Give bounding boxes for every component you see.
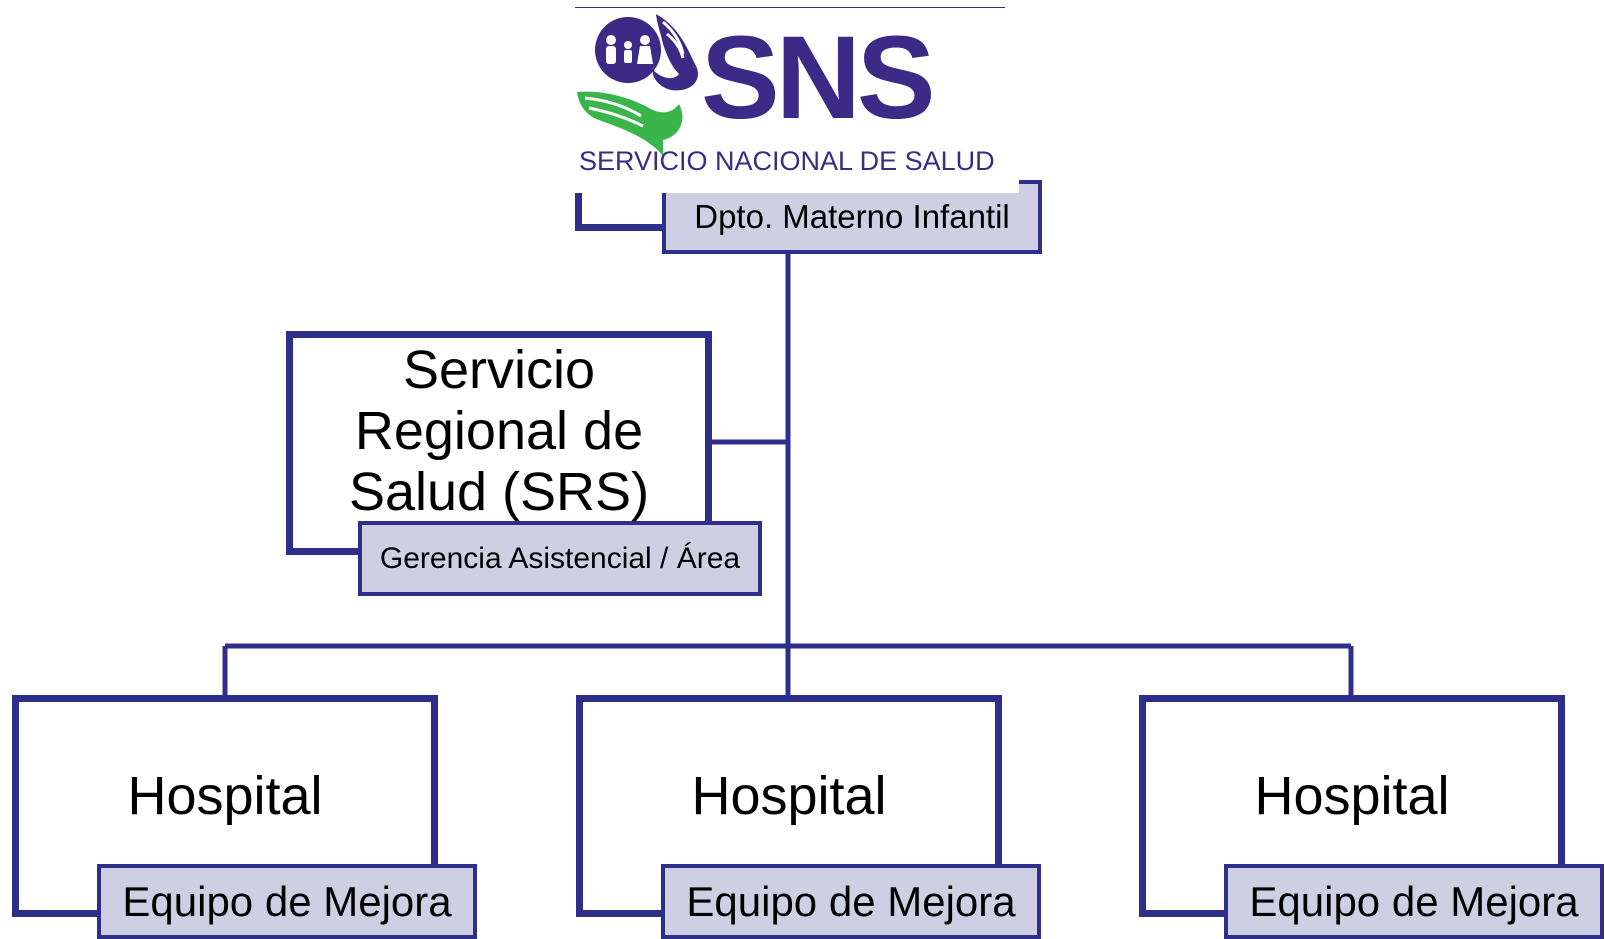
sns-logo: SNS SERVICIO NACIONAL DE SALUD xyxy=(571,8,1019,193)
hospital-node-subtitle: Equipo de Mejora xyxy=(661,864,1041,939)
hospital-node-title: Hospital xyxy=(691,766,887,826)
purple-hand-icon xyxy=(652,14,699,91)
logo-tagline-text: SERVICIO NACIONAL DE SALUD xyxy=(579,146,995,176)
regional-node-subtitle: Gerencia Asistencial / Área xyxy=(358,521,762,596)
hospital-node-subtitle: Equipo de Mejora xyxy=(97,864,477,939)
hospital-node-title: Hospital xyxy=(1254,766,1450,826)
green-hand-icon xyxy=(577,91,683,156)
regional-node-title: Servicio Regional de Salud (SRS) xyxy=(348,340,650,522)
regional-node-box: Servicio Regional de Salud (SRS) xyxy=(286,331,712,555)
logo-brand-text: SNS xyxy=(701,12,932,144)
hospital-node-subtitle: Equipo de Mejora xyxy=(1224,864,1604,939)
hospital-node-title: Hospital xyxy=(127,766,323,826)
